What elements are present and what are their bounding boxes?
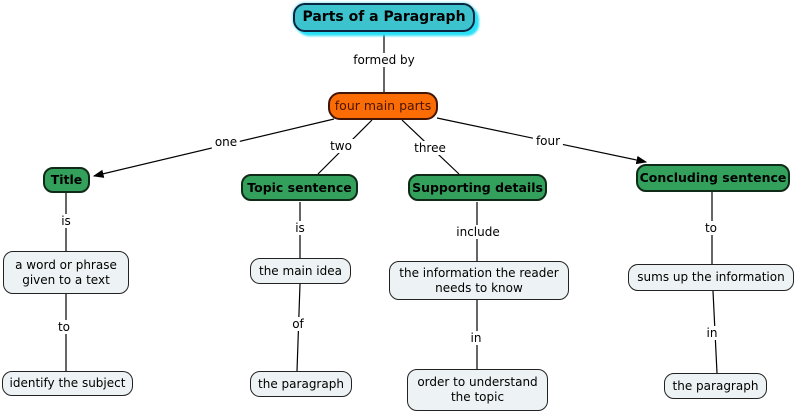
node-the-paragraph-concluding[interactable]: the paragraph xyxy=(664,373,767,399)
node-identify-the-subject[interactable]: identify the subject xyxy=(2,371,133,396)
node-title[interactable]: Title xyxy=(43,167,90,193)
link-label-two: two xyxy=(327,139,355,153)
link-label-four: four xyxy=(532,134,564,148)
node-the-main-idea[interactable]: the main idea xyxy=(250,258,351,284)
link-label-topic-is: is xyxy=(292,221,308,235)
link-label-include: include xyxy=(453,225,503,239)
link-label-title-to: to xyxy=(54,320,74,334)
node-supporting-details[interactable]: Supporting details xyxy=(408,174,547,201)
link-label-three: three xyxy=(411,141,449,155)
link-label-concluding-to: to xyxy=(701,221,721,235)
node-information-reader-needs[interactable]: the information the reader needs to know xyxy=(389,261,569,300)
link-label-one: one xyxy=(211,135,241,149)
link-label-title-is: is xyxy=(58,214,74,228)
node-word-or-phrase[interactable]: a word or phrase given to a text xyxy=(3,251,129,294)
node-sums-up-information[interactable]: sums up the information xyxy=(628,264,794,291)
node-order-to-understand[interactable]: order to understand the topic xyxy=(407,369,548,411)
node-the-paragraph-topic[interactable]: the paragraph xyxy=(250,371,352,397)
node-four-main-parts[interactable]: four main parts xyxy=(328,92,438,120)
link-label-formed-by: formed by xyxy=(350,53,418,67)
link-label-topic-of: of xyxy=(289,317,307,331)
link-label-concluding-in: in xyxy=(703,326,721,340)
node-parts-of-a-paragraph[interactable]: Parts of a Paragraph xyxy=(293,3,475,32)
node-topic-sentence[interactable]: Topic sentence xyxy=(241,174,358,201)
node-concluding-sentence[interactable]: Concluding sentence xyxy=(636,164,790,192)
link-label-supporting-in: in xyxy=(467,331,485,345)
